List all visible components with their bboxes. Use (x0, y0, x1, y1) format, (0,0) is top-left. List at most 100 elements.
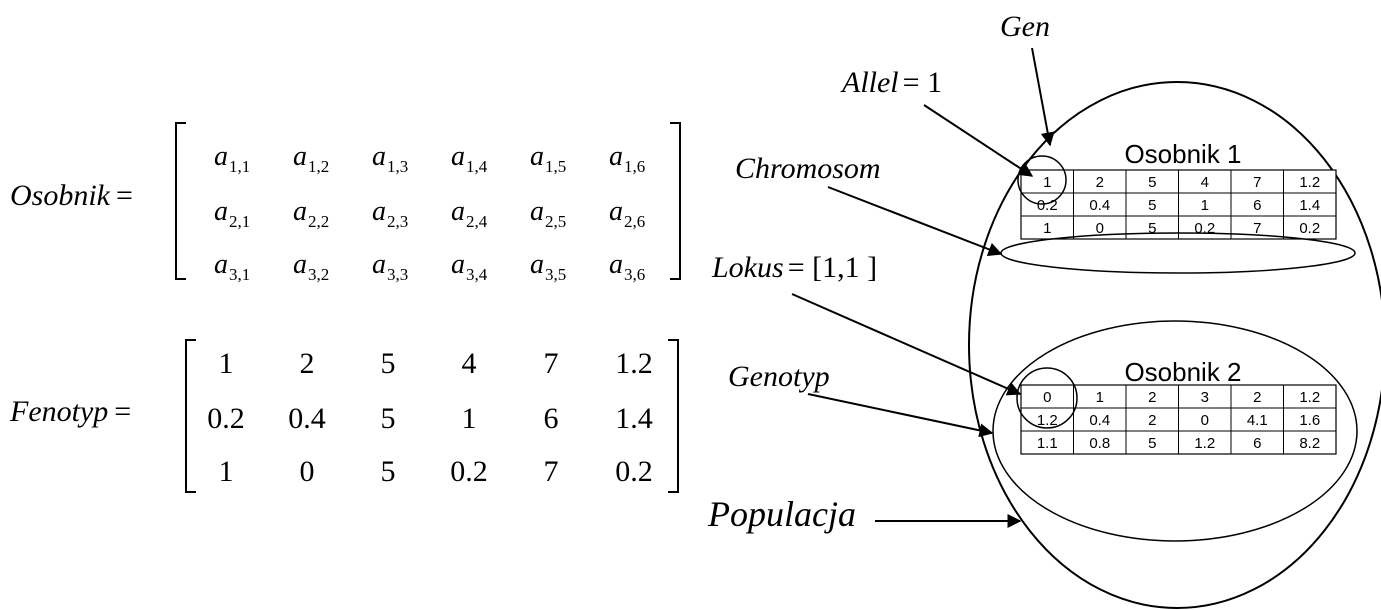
genotyp-arrow (807, 393, 994, 438)
fenotyp-cell: 4 (462, 347, 477, 380)
table-cell: 0.2 (1299, 220, 1320, 237)
osobnik-cell: a1,6 (609, 141, 645, 176)
osobnik-cell: a1,3 (372, 141, 408, 176)
gen-label: Gen (1000, 10, 1050, 43)
fenotyp-cell: 1.2 (615, 347, 653, 380)
table-cell: 5 (1148, 174, 1156, 191)
individual-1-title: Osobnik 1 (1124, 139, 1241, 169)
fenotyp-cell: 1 (219, 347, 234, 380)
fenotyp-cell: 1 (219, 455, 234, 488)
fenotyp-cell: 5 (381, 402, 396, 435)
gen-arrow (1031, 47, 1055, 147)
osobnik-cell: a2,2 (293, 196, 329, 231)
osobnik-cell: a1,1 (214, 141, 250, 176)
table-cell: 4 (1201, 174, 1209, 191)
fenotyp-cell: 5 (381, 455, 396, 488)
table-cell: 1 (1043, 174, 1051, 191)
table-cell: 0 (1096, 220, 1104, 237)
table-cell: 1.4 (1299, 197, 1320, 214)
chromosom-label: Chromosom (735, 152, 881, 185)
fenotyp-cell: 5 (381, 347, 396, 380)
table-cell: 0 (1201, 412, 1209, 429)
fenotyp-cell: 2 (300, 347, 315, 380)
table-cell: 2 (1253, 389, 1261, 406)
table-cell: 1.2 (1299, 389, 1320, 406)
lokus-arrow (791, 293, 1022, 396)
osobnik-cell: a1,4 (451, 141, 488, 176)
fenotyp-cell: 0.2 (207, 402, 245, 435)
genotyp-label: Genotyp (728, 360, 830, 393)
fenotyp-cell: 0.2 (615, 455, 653, 488)
table-cell: 2 (1148, 389, 1156, 406)
lokus-label: Lokus= [1,1 ] (711, 251, 877, 284)
table-cell: 7 (1253, 220, 1261, 237)
osobnik-cell: a3,5 (530, 249, 566, 284)
individual-2-table: Osobnik 2 0 1 2 3 2 1.2 1.2 0.4 2 0 4.1 1.6 1.1 0.8 5 1… (1020, 357, 1337, 455)
fenotyp-matrix-label: Fenotyp= (9, 395, 131, 428)
table-cell: 1.6 (1299, 412, 1320, 429)
allel-label: Allel= 1 (840, 66, 942, 99)
osobnik-cell: a2,5 (530, 196, 566, 231)
chromosom-arrow (827, 186, 1003, 256)
fenotyp-left-bracket (185, 339, 196, 493)
fenotyp-matrix-cells: 1 2 5 4 7 1.2 0.2 0.4 5 1 6 1.4 1 0 5 0.2 7 0.2 (207, 347, 653, 488)
fenotyp-matrix: Fenotyp= 1 2 5 4 7 1.2 0.2 0.4 5 1 6 1.4 1 0 5 0.2 7 0.2 (9, 339, 679, 493)
table-cell: 1 (1096, 389, 1104, 406)
fenotyp-right-bracket (668, 339, 679, 493)
locus-circle (1016, 367, 1078, 429)
table-cell: 0.8 (1089, 435, 1110, 452)
table-cell: 2 (1148, 412, 1156, 429)
table-cell: 7 (1253, 174, 1261, 191)
fenotyp-cell: 1.4 (615, 402, 653, 435)
table-cell: 1 (1201, 197, 1209, 214)
osobnik-matrix-label: Osobnik= (10, 179, 133, 212)
osobnik-matrix-cells: a1,1 a1,2 a1,3 a1,4 a1,5 a1,6 a2,1 a2,2 a2,3 a2,4… (214, 141, 645, 284)
osobnik-cell: a2,3 (372, 196, 408, 231)
fenotyp-cell: 6 (544, 402, 559, 435)
osobnik-cell: a1,2 (293, 141, 329, 176)
table-cell: 5 (1148, 197, 1156, 214)
osobnik-cell: a3,4 (451, 249, 488, 284)
fenotyp-cell: 7 (544, 455, 559, 488)
table-cell: 1.2 (1037, 412, 1058, 429)
individual-1-table: Osobnik 1 1 2 5 4 7 1.2 0.2 0.4 5 1 6 1.4 1 0 5 0.2 7 0.2 (1020, 139, 1337, 240)
individual-2-title: Osobnik 2 (1124, 357, 1241, 387)
table-cell: 3 (1201, 389, 1209, 406)
allel-arrow (923, 104, 1034, 177)
osobnik-left-bracket (175, 122, 186, 280)
fenotyp-cell: 7 (544, 347, 559, 380)
table-cell: 5 (1148, 220, 1156, 237)
osobnik-cell: a1,5 (530, 141, 566, 176)
table-cell: 6 (1253, 435, 1261, 452)
table-cell: 0 (1043, 389, 1051, 406)
table-cell: 1.2 (1299, 174, 1320, 191)
table-cell: 1.2 (1194, 435, 1215, 452)
table-cell: 1.1 (1037, 435, 1058, 452)
table-cell: 0.4 (1089, 412, 1110, 429)
populacja-label: Populacja (707, 494, 856, 534)
osobnik-cell: a2,1 (214, 196, 250, 231)
table-cell: 0.2 (1194, 220, 1215, 237)
table-cell: 2 (1096, 174, 1104, 191)
population-ellipse (968, 81, 1381, 609)
table-cell: 4.1 (1247, 412, 1268, 429)
annotation-arrows (791, 47, 1055, 528)
table-cell: 0.2 (1037, 197, 1058, 214)
osobnik-cell: a2,4 (451, 196, 488, 231)
osobnik-cell: a3,3 (372, 249, 408, 284)
table-cell: 8.2 (1299, 435, 1320, 452)
table-cell: 0.4 (1089, 197, 1110, 214)
table-cell: 5 (1148, 435, 1156, 452)
osobnik-right-bracket (670, 122, 681, 280)
fenotyp-cell: 1 (462, 402, 477, 435)
osobnik-cell: a3,2 (293, 249, 329, 284)
table-cell: 6 (1253, 197, 1261, 214)
osobnik-cell: a3,6 (609, 249, 645, 284)
osobnik-matrix: Osobnik= a1,1 a1,2 a1,3 a1,4 a1,5 a1,6 a2,1 a2,… (10, 122, 681, 284)
table-cell: 1 (1043, 220, 1051, 237)
fenotyp-cell: 0.4 (288, 402, 326, 435)
fenotyp-cell: 0 (300, 455, 315, 488)
fenotyp-cell: 0.2 (450, 455, 488, 488)
osobnik-cell: a2,6 (609, 196, 645, 231)
